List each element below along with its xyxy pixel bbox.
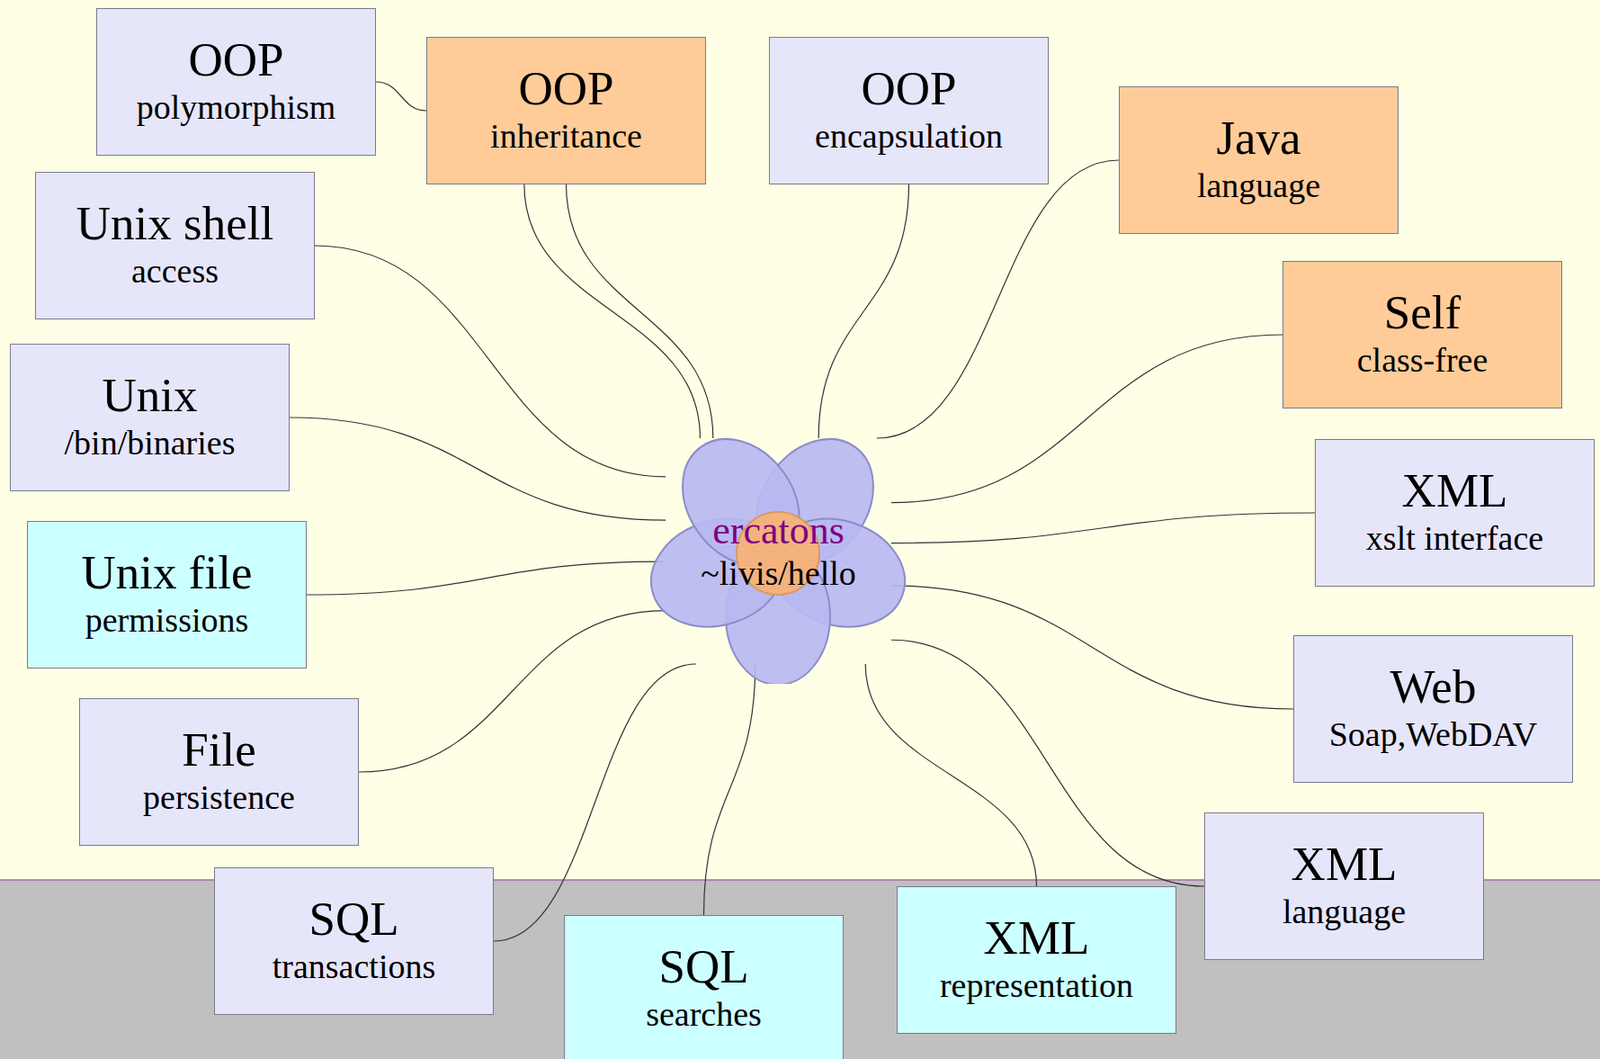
connector-curve	[289, 417, 666, 520]
connector-curve	[876, 160, 1119, 438]
concept-box: XMLlanguage	[1204, 812, 1484, 960]
flower-node: ercatons~livis/hello	[645, 418, 912, 684]
box-subtitle: persistence	[143, 775, 295, 820]
connector-curve	[865, 663, 1037, 886]
box-subtitle: access	[131, 249, 219, 294]
box-title: Unix file	[81, 545, 253, 599]
box-subtitle: language	[1282, 889, 1406, 934]
connector-curve	[314, 245, 666, 477]
box-title: ercatons	[712, 508, 845, 555]
concept-box: OOPpolymorphism	[96, 8, 376, 156]
box-title: OOP	[518, 62, 614, 115]
box-subtitle: inheritance	[490, 114, 643, 159]
connector-curve	[358, 610, 666, 772]
concept-box: OOPinheritance	[426, 36, 707, 185]
box-subtitle: searches	[645, 992, 762, 1037]
box-subtitle: /bin/binaries	[64, 420, 236, 465]
box-title: XML	[1291, 837, 1398, 890]
concept-box: SQLsearches	[563, 914, 844, 1059]
concept-box: Unix filepermissions	[26, 520, 307, 669]
box-subtitle: representation	[939, 963, 1134, 1008]
box-title: Web	[1390, 660, 1477, 713]
concept-box: OOPencapsulation	[768, 36, 1049, 185]
box-title: SQL	[658, 939, 749, 993]
connector-curve	[891, 512, 1315, 544]
connector-curve	[891, 334, 1283, 503]
box-subtitle: polymorphism	[136, 85, 337, 130]
connector-curve	[306, 561, 666, 595]
box-subtitle: class-free	[1357, 338, 1489, 383]
concept-box: Selfclass-free	[1282, 260, 1563, 409]
concept-box: Filepersistence	[79, 697, 359, 846]
box-title: File	[181, 723, 256, 776]
connector-curve	[566, 184, 714, 438]
concept-box: XMLxslt interface	[1314, 438, 1595, 587]
connector-curve	[704, 663, 756, 915]
connector-curve	[493, 663, 697, 941]
box-title: XML	[1402, 464, 1509, 517]
connector-curve	[818, 184, 909, 438]
connector-curve	[891, 639, 1205, 886]
box-title: OOP	[187, 33, 284, 86]
box-subtitle: encapsulation	[814, 114, 1003, 159]
upper-ground	[0, 0, 1600, 880]
box-title: SQL	[308, 892, 399, 945]
box-title: XML	[983, 911, 1091, 964]
box-subtitle: xslt interface	[1366, 516, 1544, 561]
box-subtitle: language	[1197, 163, 1321, 208]
box-title: Self	[1384, 286, 1461, 339]
concept-box: WebSoap,WebDAV	[1293, 634, 1574, 783]
box-subtitle: ~livis/hello	[700, 554, 857, 594]
concept-box: SQLtransactions	[214, 867, 494, 1015]
connector-curve	[524, 184, 701, 438]
box-subtitle: transactions	[272, 944, 437, 989]
connector-curve	[891, 585, 1294, 709]
box-subtitle: Soap,WebDAV	[1329, 712, 1538, 757]
concept-box: Javalanguage	[1118, 86, 1399, 234]
box-title: OOP	[860, 62, 957, 115]
concept-box: Unix/bin/binaries	[9, 343, 290, 492]
box-title: Unix	[102, 368, 198, 421]
connector-curve	[375, 81, 427, 111]
concept-box: XMLrepresentation	[896, 885, 1177, 1034]
box-title: Unix shell	[76, 196, 274, 250]
box-subtitle: permissions	[85, 598, 250, 643]
concept-box: Unix shellaccess	[35, 171, 315, 320]
box-title: Java	[1215, 111, 1301, 164]
